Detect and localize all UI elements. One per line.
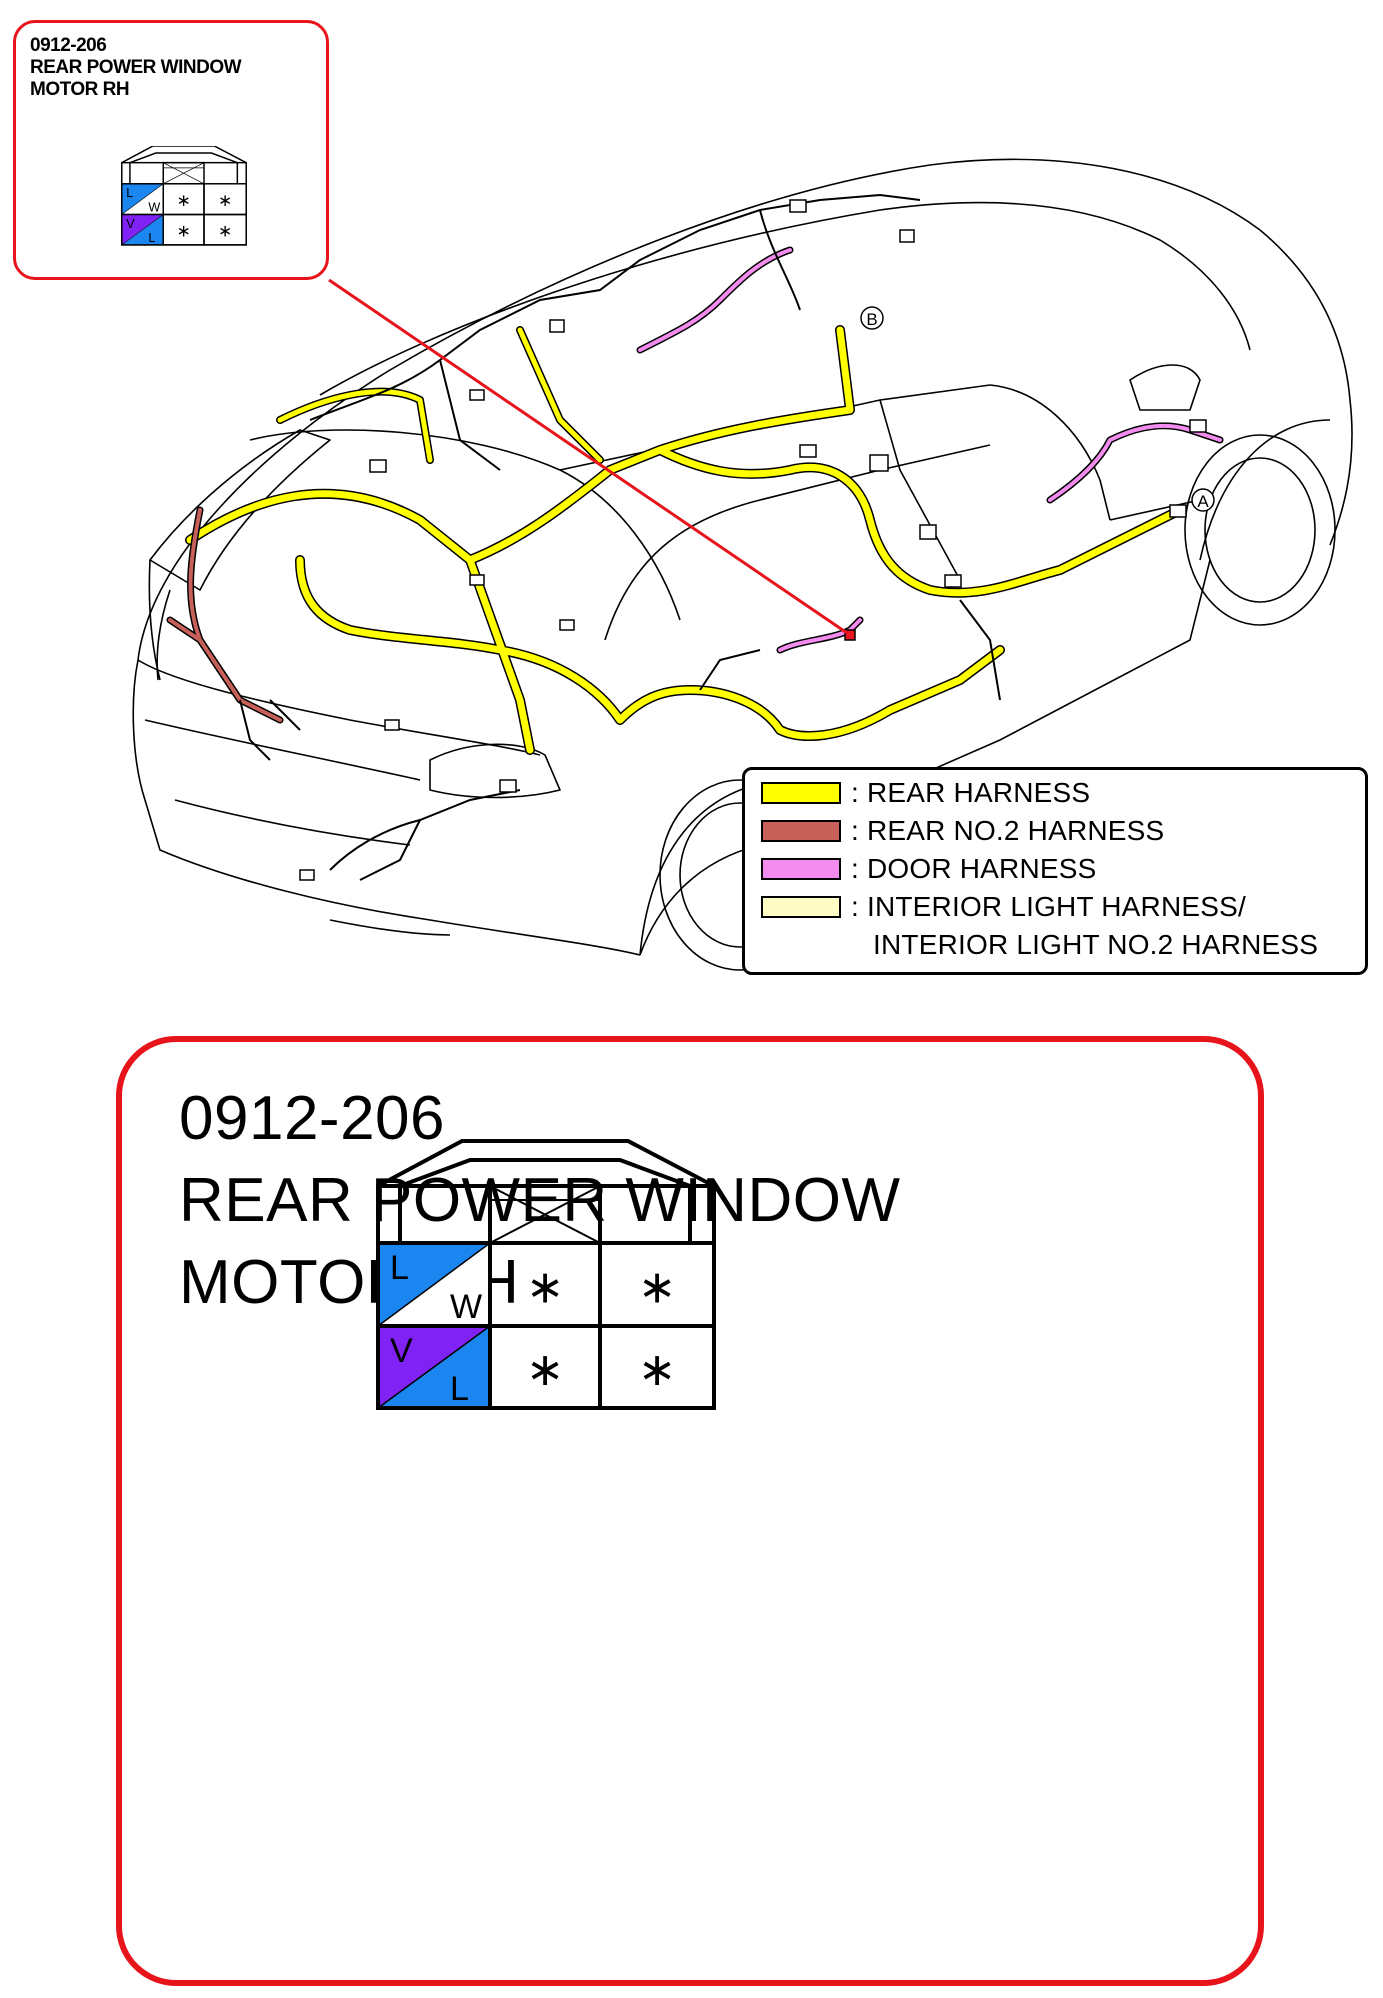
legend-swatch-door-harness [761, 858, 841, 880]
location-marker-a: A [1191, 488, 1215, 512]
pin-1-color-code-top: L [126, 186, 133, 200]
connector-name-line1: REAR POWER WINDOW [179, 1166, 901, 1235]
harness-legend: : REAR HARNESS : REAR NO.2 HARNESS : DOO… [742, 767, 1368, 975]
rear-harness-routing [185, 325, 1185, 755]
legend-swatch-interior-light-harness [761, 896, 841, 918]
rear-no2-harness-routing [166, 506, 284, 724]
legend-label-rear-harness: : REAR HARNESS [851, 777, 1091, 808]
pin-1-divider [121, 183, 164, 215]
connector-code: 0912-206 [179, 1084, 446, 1153]
small-connector-face: LW∗∗VL∗∗ [121, 146, 247, 246]
small-connector-code: 0912-206 [30, 35, 107, 56]
callout-leader-line [328, 278, 851, 637]
pin-cell [203, 213, 247, 246]
lock-tab-cross-2 [163, 162, 205, 185]
pin-1-color-code-bottom: W [148, 201, 160, 215]
location-marker-b: B [860, 306, 884, 330]
legend-item-rear-harness: : REAR HARNESS [761, 777, 1091, 808]
legend-swatch-rear-no2-harness [761, 820, 841, 842]
legend-item-interior-light-harness: : INTERIOR LIGHT HARNESS/ [761, 891, 1246, 922]
small-connector-name-line2: MOTOR RH [30, 79, 130, 100]
legend-label-rear-no2-harness: : REAR NO.2 HARNESS [851, 815, 1165, 846]
pin-2-color-code-bottom: L [148, 231, 155, 245]
legend-item-door-harness: : DOOR HARNESS [761, 853, 1097, 884]
small-connector-face-graphic: LW∗∗VL∗∗ [121, 146, 247, 246]
legend-item-rear-no2-harness: : REAR NO.2 HARNESS [761, 815, 1165, 846]
connector-callout-large: 0912-206 REAR POWER WINDOW MOTOR RH [116, 1036, 1264, 1986]
housing-top [121, 146, 247, 164]
legend-label-interior-light-harness: : INTERIOR LIGHT HARNESS/ [851, 891, 1246, 922]
unused-pin-mark: ∗ [176, 221, 190, 241]
location-marker-b-label: B [866, 310, 877, 329]
legend-swatch-rear-harness [761, 782, 841, 804]
connector-callout-small: 0912-206 REAR POWER WINDOW MOTOR RH L W ∗ ∗… [13, 20, 329, 280]
housing-inner [129, 152, 238, 164]
unused-pin-mark: ∗ [176, 191, 190, 211]
misc-wiring [239, 193, 1001, 881]
legend-label-interior-light-no2-harness: INTERIOR LIGHT NO.2 HARNESS [873, 929, 1319, 960]
legend-label-door-harness: : DOOR HARNESS [851, 853, 1097, 884]
unused-pin-mark: ∗ [218, 191, 232, 211]
connector-markers [299, 199, 1207, 881]
location-marker-a-label: A [1197, 492, 1209, 511]
pin-2-color-code-top: V [126, 217, 135, 231]
connector-name-line2: MOTOR RH [179, 1248, 520, 1317]
unused-pin-mark: ∗ [218, 221, 232, 241]
small-connector-name-line1: REAR POWER WINDOW [30, 57, 242, 78]
pin-2-divider [121, 214, 164, 246]
